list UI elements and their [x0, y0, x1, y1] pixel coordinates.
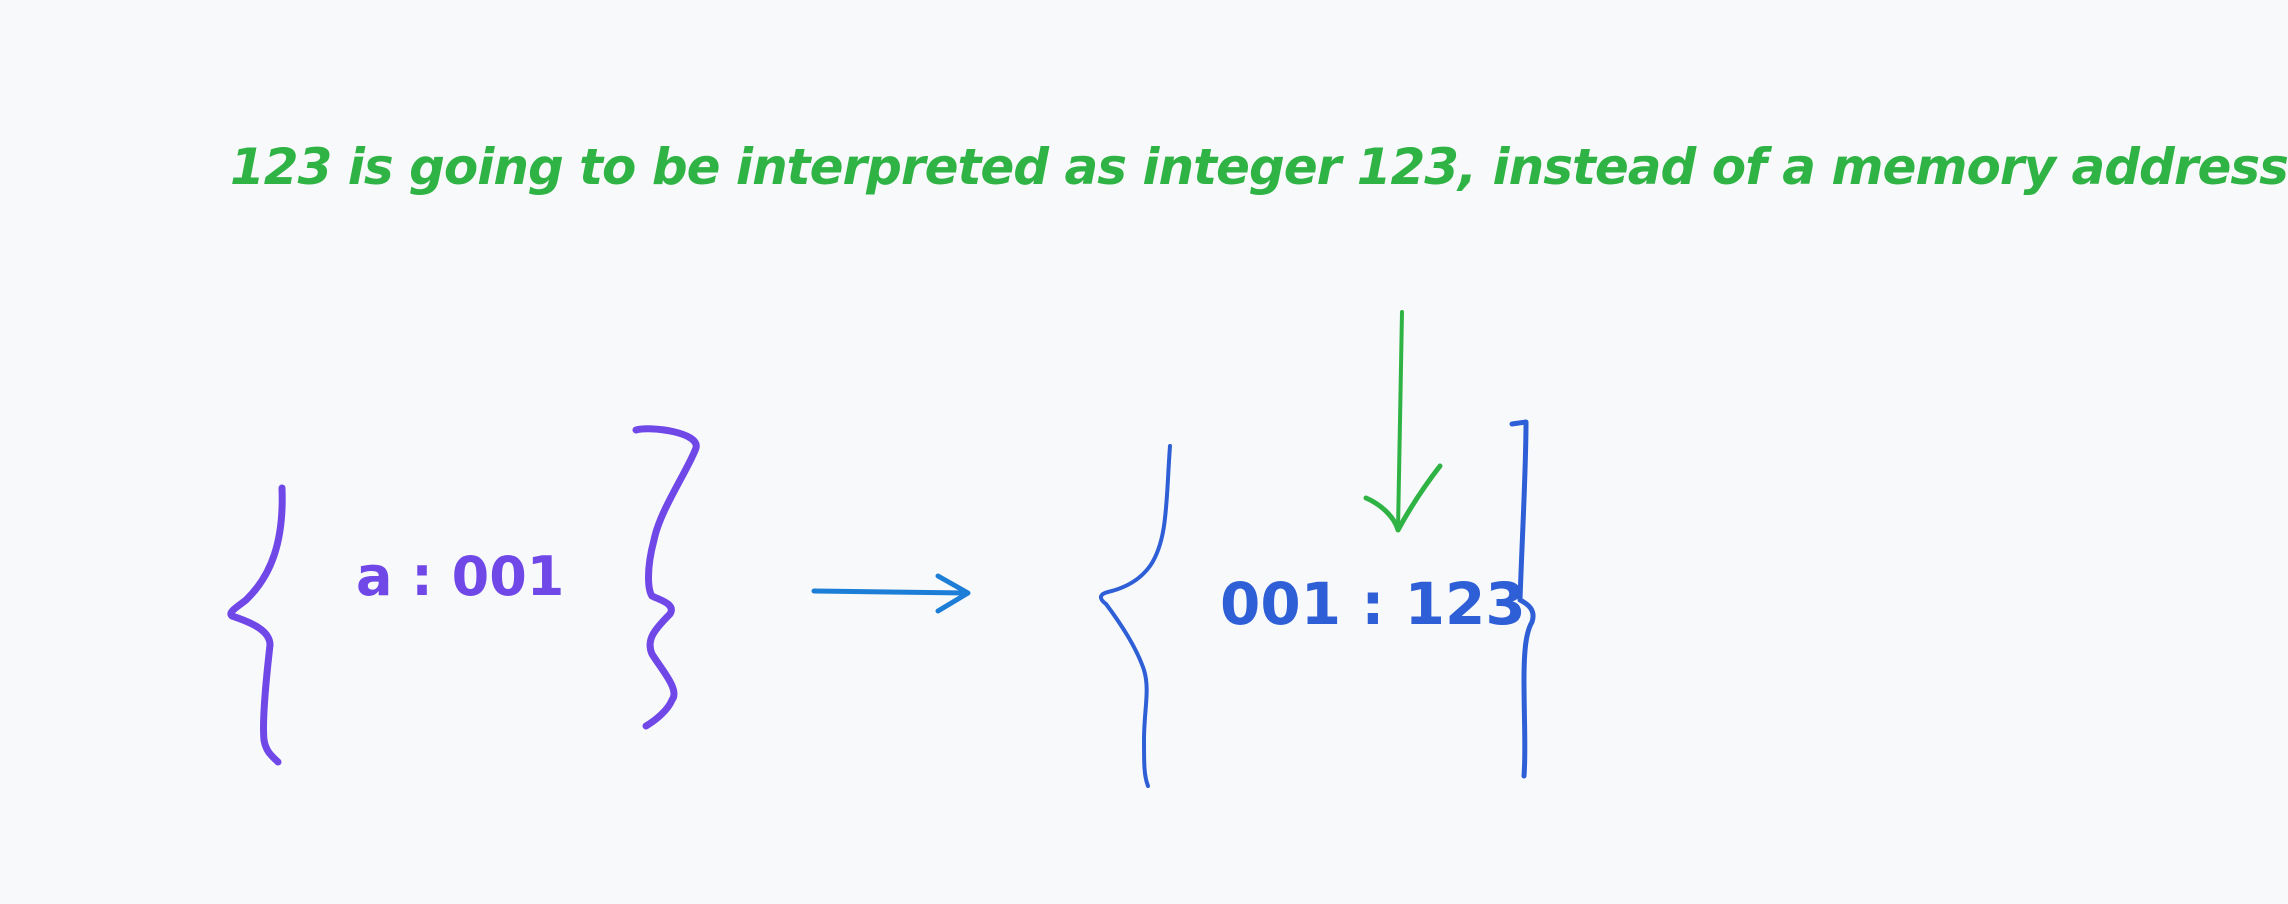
transform-arrow-head	[935, 573, 971, 614]
annotation-arrow-head	[1363, 463, 1443, 533]
left-open-brace	[227, 484, 286, 766]
right-close-bracket	[1509, 419, 1536, 779]
left-mapping-label: a : 001	[356, 545, 565, 608]
right-open-brace	[1099, 444, 1172, 788]
transform-arrow	[811, 588, 969, 596]
right-mapping-label: 001 : 123	[1220, 570, 1526, 638]
annotation-arrow	[1396, 310, 1404, 532]
caption-text: 123 is going to be interpreted as intege…	[230, 138, 2288, 196]
left-close-brace	[632, 425, 700, 730]
